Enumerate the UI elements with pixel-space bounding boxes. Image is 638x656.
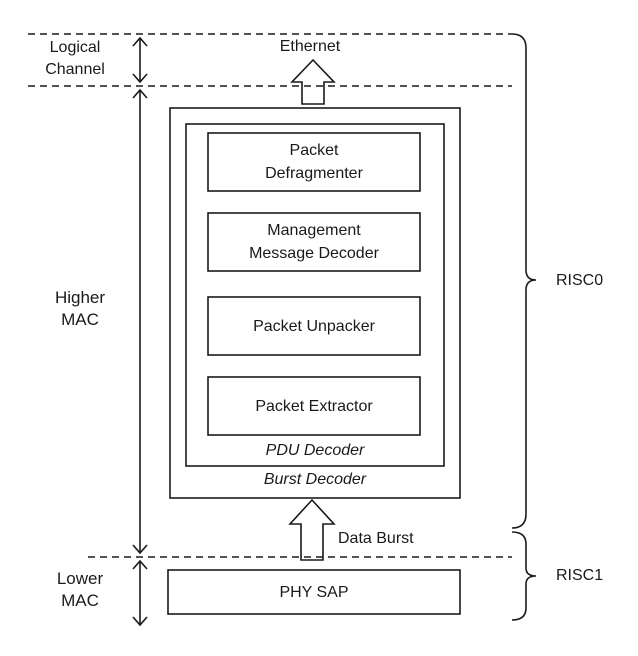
data-burst-up-arrow — [288, 498, 336, 561]
management-message-decoder-label: Management Message Decoder — [249, 222, 379, 262]
lower-mac-label: Lower MAC — [56, 569, 104, 610]
risc0-brace — [511, 33, 537, 529]
data-burst-label: Data Burst — [338, 530, 414, 547]
higher-mac-label: Higher MAC — [54, 288, 106, 329]
pdu-decoder-box — [185, 123, 445, 467]
pdu-decoder-label: PDU Decoder — [265, 442, 365, 459]
packet-unpacker-box — [207, 296, 421, 356]
burst-decoder-box — [169, 107, 461, 499]
packet-extractor-box — [207, 376, 421, 436]
packet-defragmenter-label: Packet Defragmenter — [265, 142, 363, 182]
burst-decoder-label: Burst Decoder — [263, 471, 367, 488]
risc1-brace — [511, 531, 537, 621]
packet-unpacker-label: Packet Unpacker — [253, 317, 375, 335]
management-message-decoder-box — [207, 212, 421, 272]
logical-channel-label: Logical Channel — [45, 39, 105, 78]
phy-sap-box — [167, 569, 461, 615]
ethernet-up-arrow — [290, 58, 336, 105]
risc1-label: RISC1 — [556, 567, 604, 584]
logical-channel-arrow — [132, 36, 148, 84]
higher-mac-arrow — [132, 88, 148, 555]
lower-mac-arrow — [132, 559, 148, 627]
packet-defragmenter-box — [207, 132, 421, 192]
risc0-label: RISC0 — [556, 272, 604, 289]
phy-sap-label: PHY SAP — [279, 583, 349, 601]
packet-extractor-label: Packet Extractor — [255, 397, 373, 415]
ethernet-label: Ethernet — [279, 38, 341, 55]
